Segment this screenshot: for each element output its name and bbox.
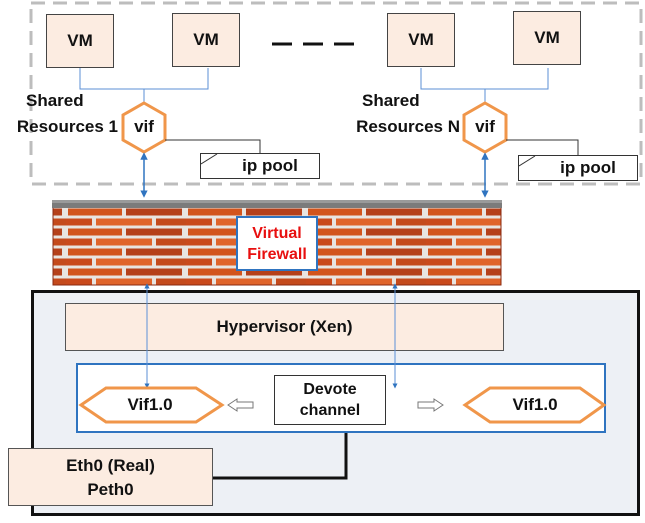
shared-resources-n-line2: Resources N xyxy=(356,117,460,136)
devote-line2: channel xyxy=(299,402,361,419)
vif-hexagon-n xyxy=(462,101,508,154)
folded-corner-icon xyxy=(201,154,218,165)
vm-connector-n xyxy=(420,68,549,103)
firewall-line2: Firewall xyxy=(247,246,307,263)
shared-resources-1-label: Shared Resources 1 xyxy=(0,88,118,140)
vm-box: VM xyxy=(46,14,114,68)
vif-hexagon-1 xyxy=(121,101,167,154)
ippool-connector-n xyxy=(506,139,579,155)
vif-label-1: vif xyxy=(134,117,154,136)
eth0-line2: Peth0 xyxy=(87,480,134,499)
virtual-firewall-label: Virtual Firewall xyxy=(236,216,318,271)
eth0-line1: Eth0 (Real) xyxy=(66,456,155,475)
shared-resources-1-line2: Resources 1 xyxy=(16,117,118,136)
hypervisor-box: Hypervisor (Xen) xyxy=(65,303,504,351)
firewall-cap xyxy=(52,200,502,208)
firewall-line1: Virtual xyxy=(252,225,302,242)
shared-resources-1-line1: Shared xyxy=(26,91,84,110)
vm-box: VM xyxy=(513,11,581,65)
folded-corner-icon xyxy=(519,156,536,167)
ip-pool-1-label: ip pool xyxy=(242,156,298,175)
vif1-right-label: Vif1.0 xyxy=(512,395,558,414)
eth0-box: Eth0 (Real) Peth0 xyxy=(8,448,213,506)
ip-pool-n-label: ip pool xyxy=(560,158,616,177)
vif1-left-label: Vif1.0 xyxy=(127,395,173,414)
devote-line1: Devote xyxy=(303,381,357,398)
ippool-connector-1 xyxy=(165,139,261,153)
vm-box: VM xyxy=(387,13,455,67)
shared-resources-n-label: Shared Resources N xyxy=(330,88,460,140)
ip-pool-1: ip pool xyxy=(200,153,320,179)
ip-pool-n: ip pool xyxy=(518,155,638,181)
vm-box: VM xyxy=(172,13,240,67)
devote-channel-box: Devote channel xyxy=(274,375,386,425)
shared-resources-n-line1: Shared xyxy=(362,91,420,110)
vm-connector-1 xyxy=(79,68,209,103)
vif-label-n: vif xyxy=(475,117,495,136)
